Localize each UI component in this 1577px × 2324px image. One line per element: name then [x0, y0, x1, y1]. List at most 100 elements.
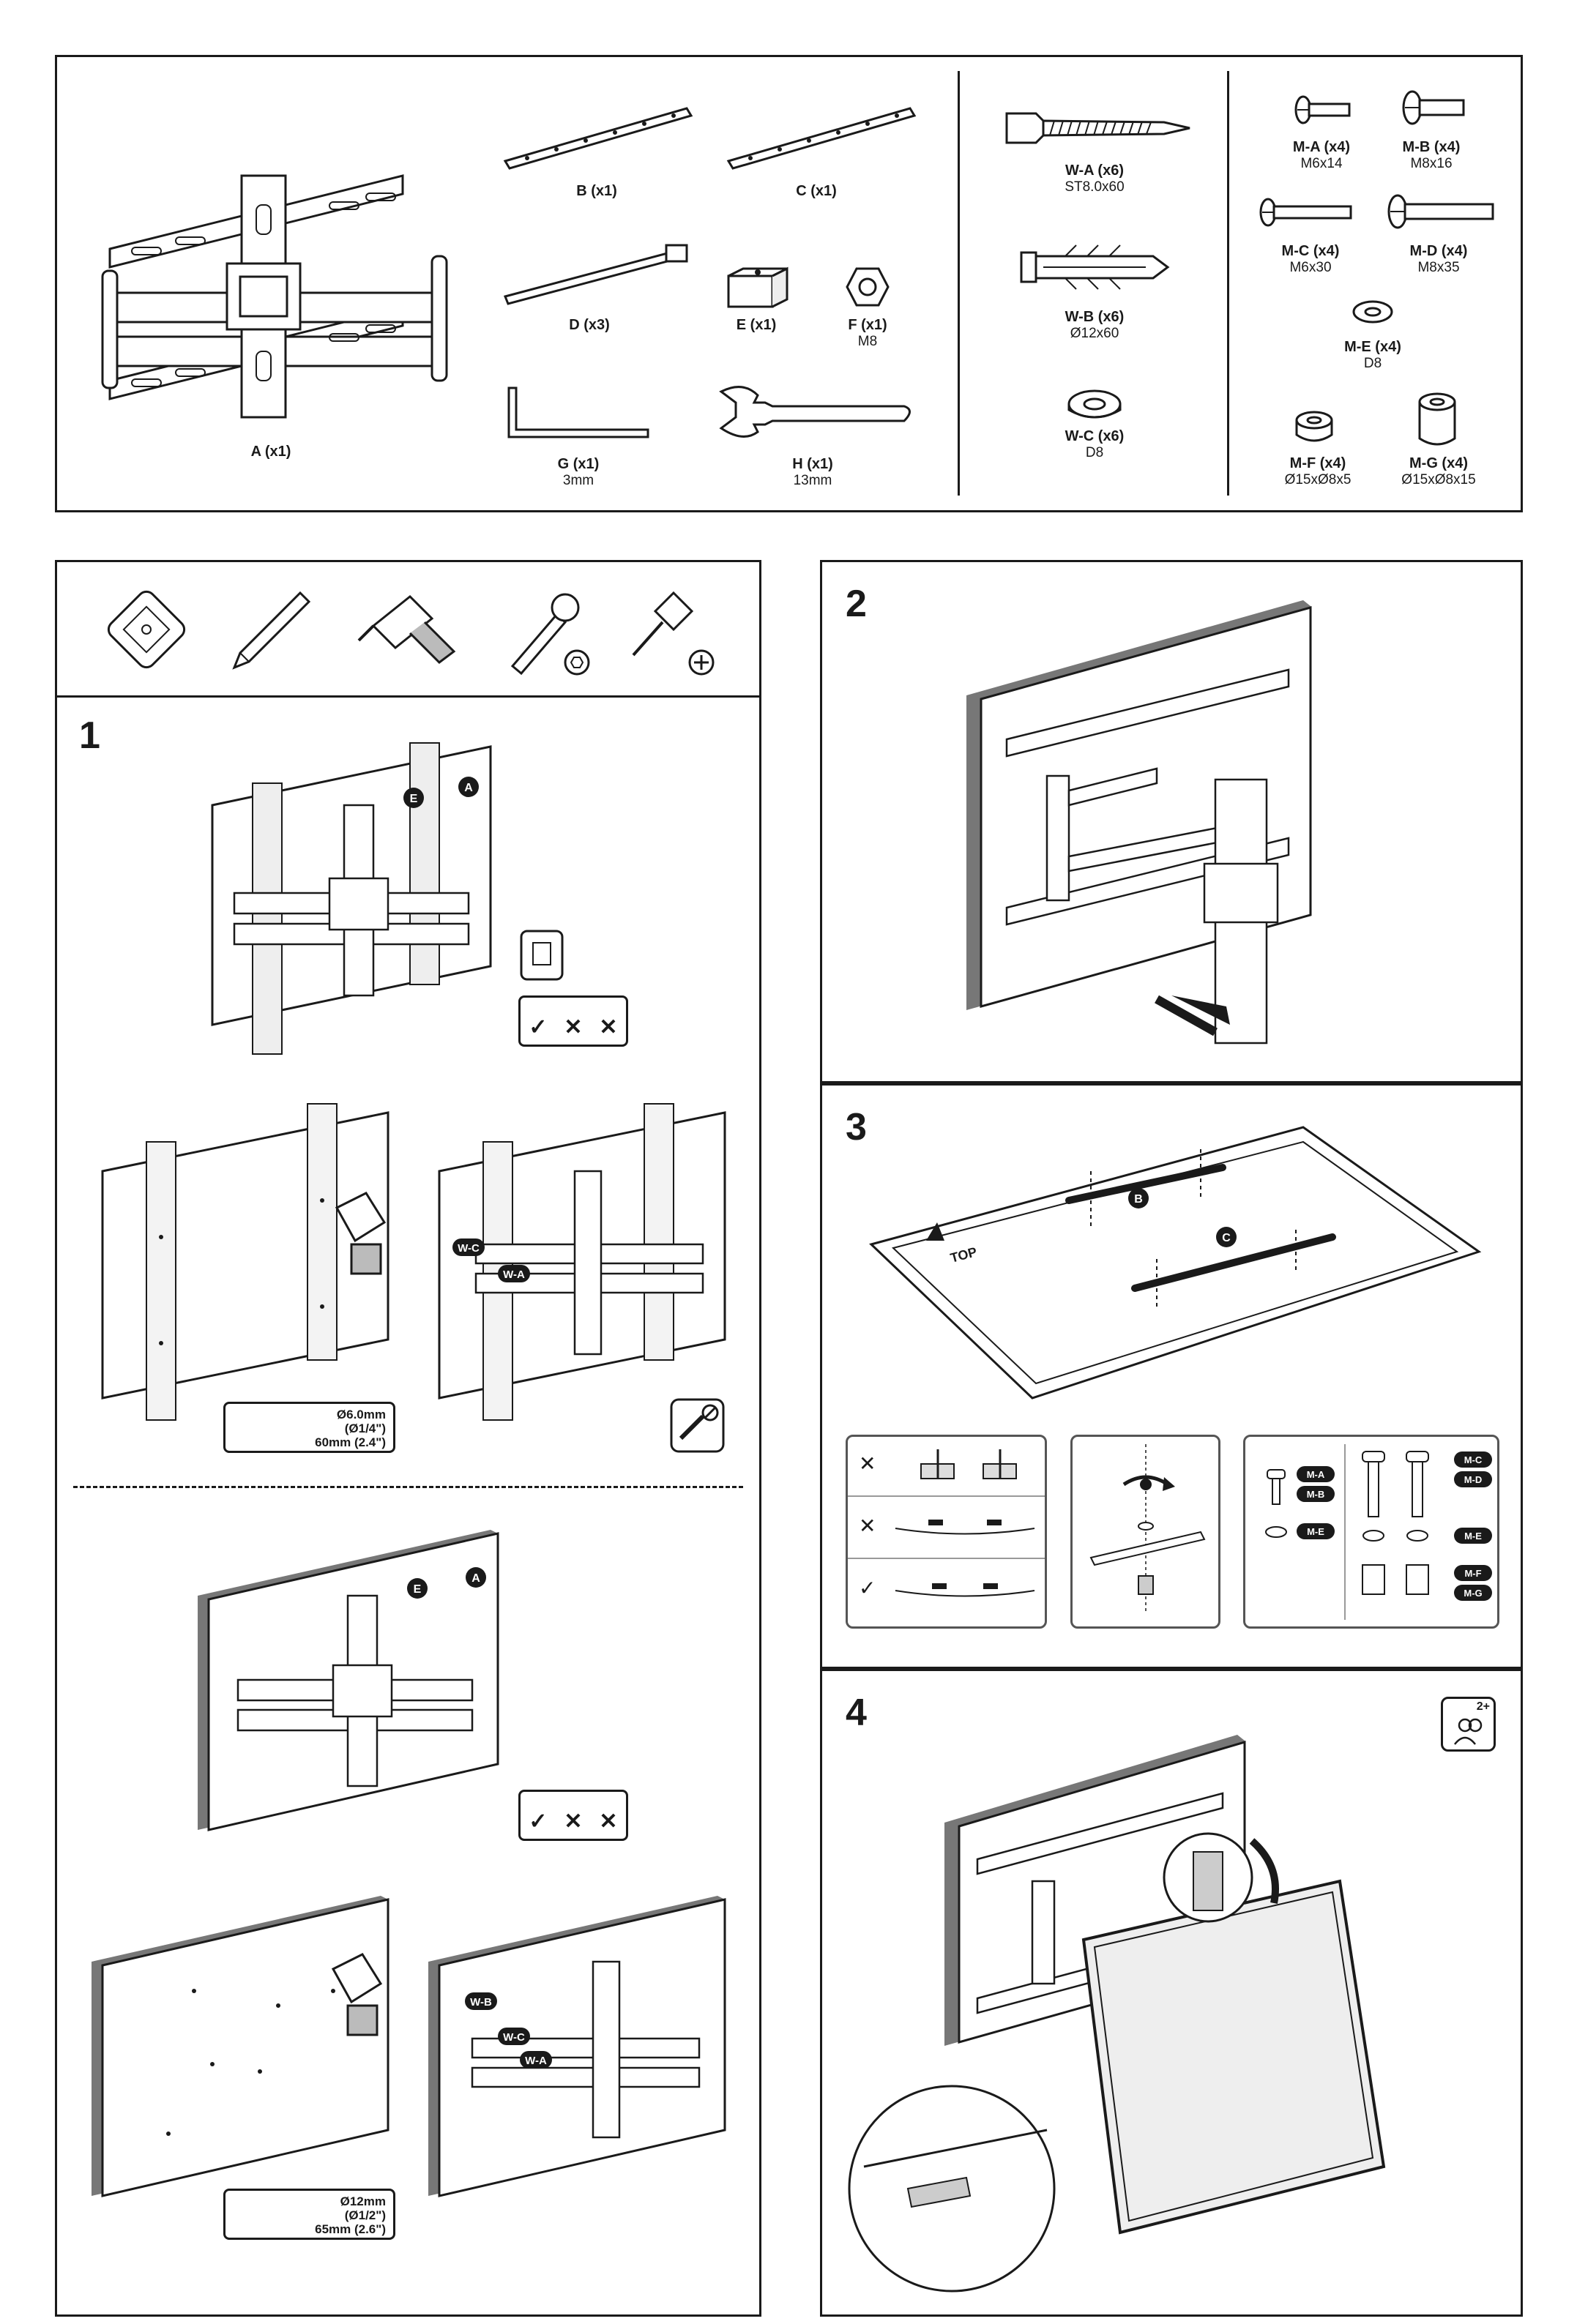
part-f-nut-illustration [846, 267, 890, 307]
drill-icon [357, 594, 456, 664]
two-person-icon: 2+ [1441, 1697, 1496, 1752]
part-g-hex-key-illustration [507, 386, 649, 438]
part-md-screw-illustration [1387, 194, 1494, 229]
step-3-panel [820, 1083, 1523, 1669]
phillips-screwdriver-icon [632, 591, 715, 676]
parts-divider-2 [1227, 71, 1229, 496]
wall-type-divider [73, 1486, 743, 1488]
plate-aligned-illustration [895, 1583, 1035, 1597]
check-mark: ✓ [529, 1015, 548, 1039]
step-2-number: 2 [846, 583, 867, 625]
drill-diameter-concrete: Ø12mm(Ø1/2") [340, 2194, 386, 2222]
part-wa-label: W-A (x6)ST8.0x60 [1065, 162, 1125, 195]
badge-m-a: M-A [1307, 1469, 1325, 1480]
rotate-tighten-illustration [1089, 1444, 1206, 1613]
check-mark: ✓ [529, 1809, 548, 1834]
drill-depth-concrete: 65mm (2.6") [315, 2222, 386, 2236]
badge-e: E [414, 1583, 422, 1596]
level-check-box-concrete: ✓ ✕ ✕ [518, 1790, 628, 1841]
part-wb-anchor-illustration [1020, 244, 1170, 290]
step-2-panel [820, 560, 1523, 1083]
step-4-panel [820, 1669, 1523, 2317]
badge-w-b: W-B [470, 1996, 492, 2009]
part-a-label: A (x1) [250, 444, 291, 460]
badge-m-d: M-D [1464, 1474, 1483, 1485]
parts-list-panel [55, 55, 1523, 512]
part-e-block-illustration [727, 266, 788, 308]
part-md-label: M-D (x4)M8x35 [1409, 243, 1468, 275]
badge-m-e: M-E [1307, 1526, 1324, 1537]
badge-m-e: M-E [1464, 1531, 1482, 1542]
check-mark: ✓ [859, 1577, 876, 1599]
no-anchor-wood-icon [670, 1398, 725, 1453]
part-mf-spacer-illustration [1295, 411, 1333, 442]
badge-w-a: W-A [503, 1269, 525, 1281]
badge-a: A [464, 782, 473, 794]
step-1-panel [55, 560, 761, 2317]
part-wb-label: W-B (x6)Ø12x60 [1065, 309, 1125, 341]
badge-b: B [1134, 1193, 1143, 1206]
part-c-label: C (x1) [796, 183, 837, 199]
level-check-box: ✓ ✕ ✕ [518, 995, 628, 1047]
m-c-m-d-screws-illustration: M-C M-D M-E M-F M-G [1362, 1451, 1492, 1601]
level-block-icon [520, 930, 564, 981]
part-mg-spacer-illustration [1418, 392, 1456, 446]
badge-m-c: M-C [1464, 1454, 1483, 1465]
step-4-number: 4 [846, 1692, 867, 1734]
badge-w-c: W-C [503, 2031, 525, 2044]
part-mf-label: M-F (x4)Ø15xØ8x5 [1284, 455, 1352, 487]
step-3-screw-selection-box: M-A M-B M-E M-C M-D M-E M-F M-G [1243, 1435, 1499, 1629]
badge-m-f: M-F [1464, 1568, 1481, 1579]
badge-m-b: M-B [1307, 1489, 1325, 1500]
step-1-concrete-drilling-illustration [92, 1896, 389, 2197]
stud-finder-icon [107, 590, 186, 669]
part-mb-label: M-B (x4)M8x16 [1402, 139, 1461, 171]
part-d-label: D (x3) [569, 317, 610, 333]
cross-mark: ✕ [564, 1015, 583, 1039]
pencil-icon [232, 591, 311, 670]
part-e-label: E (x1) [736, 317, 777, 333]
cross-mark: ✕ [859, 1514, 876, 1537]
step-1-wood-drilling-illustration [101, 1103, 389, 1421]
part-f-label: F (x1)M8 [848, 317, 887, 349]
step-1-number: 1 [79, 714, 100, 757]
step-3-tighten-box [1070, 1435, 1220, 1629]
badge-m-g: M-G [1464, 1588, 1482, 1599]
part-h-label: H (x1)13mm [792, 456, 833, 488]
step-4-hang-tv-illustration [848, 1735, 1386, 2293]
screw-too-long-illustration [920, 1449, 1017, 1479]
badge-w-a: W-A [525, 2055, 547, 2067]
step-1-wood-screwing-illustration: W-C W-A [438, 1103, 726, 1421]
badge-e: E [410, 793, 418, 805]
cross-mark: ✕ [859, 1452, 876, 1475]
badge-w-c: W-C [458, 1242, 480, 1255]
m-a-m-b-screws-illustration: M-A M-B M-E [1265, 1466, 1335, 1539]
part-wa-lag-bolt-illustration [1005, 112, 1190, 144]
parts-divider-1 [958, 71, 960, 496]
cross-mark: ✕ [599, 1809, 618, 1834]
part-c-plate-illustration [726, 107, 917, 170]
part-g-label: G (x1)3mm [557, 456, 600, 488]
persons-icon [1454, 1718, 1483, 1745]
step-2-extend-arm-illustration [966, 600, 1312, 1045]
part-wc-label: W-C (x6)D8 [1065, 428, 1125, 460]
part-ma-label: M-A (x4)M6x14 [1292, 139, 1351, 171]
badge-c: C [1222, 1232, 1231, 1244]
cross-mark: ✕ [564, 1809, 583, 1834]
plate-misaligned-illustration [895, 1520, 1035, 1535]
step-1-wood-wall-bracket-illustration: A E [211, 742, 492, 1055]
badge-a: A [471, 1572, 480, 1585]
drill-depth-concrete-box: Ø12mm(Ø1/2") 65mm (2.6") [223, 2189, 395, 2240]
part-me-washer-illustration [1352, 300, 1393, 324]
step-3-tv-back-plates-illustration: B C TOP [869, 1126, 1482, 1400]
step-3-number: 3 [846, 1106, 867, 1148]
part-h-wrench-illustration [719, 386, 911, 438]
tools-divider [55, 695, 761, 698]
part-me-label: M-E (x4)D8 [1344, 339, 1401, 371]
part-wc-washer-illustration [1067, 389, 1122, 419]
part-mc-label: M-C (x4)M6x30 [1281, 243, 1340, 275]
step-3-alignment-box: ✕ ✕ ✓ [846, 1435, 1047, 1629]
part-a-bracket-illustration [101, 174, 448, 419]
part-b-label: B (x1) [576, 183, 617, 199]
part-mg-label: M-G (x4)Ø15xØ8x15 [1401, 455, 1476, 487]
